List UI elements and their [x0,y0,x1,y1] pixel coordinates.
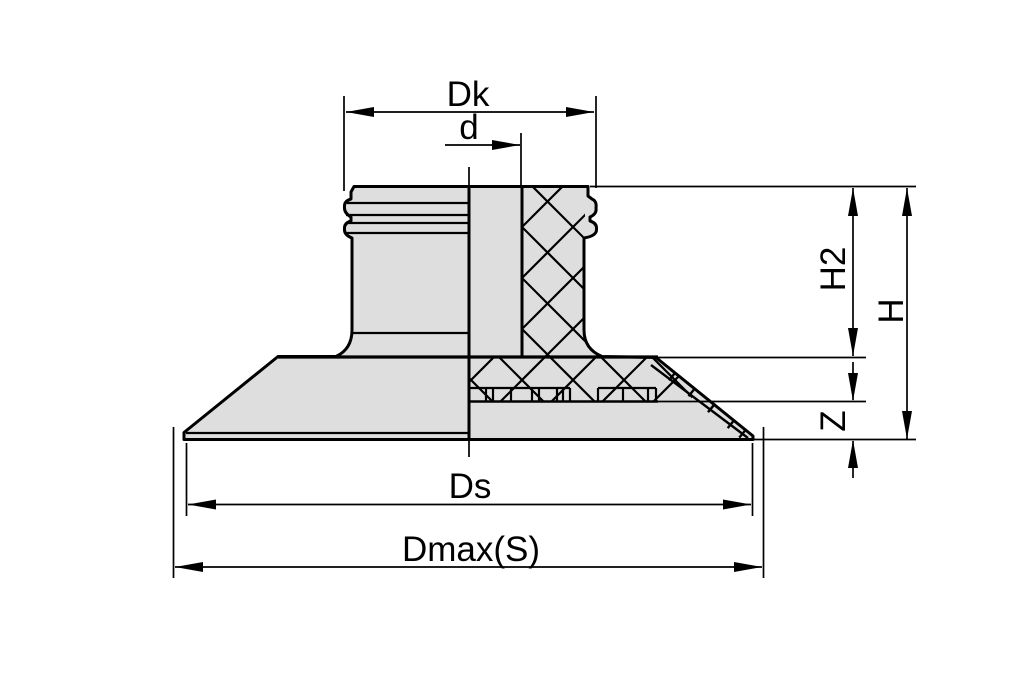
arrowhead-right [734,562,762,572]
dimension-ds: Ds [185,443,754,516]
arrowhead-left [175,562,203,572]
section-outline [467,185,755,441]
h-dimension-label: H [872,298,911,323]
d-dimension-label: d [459,108,478,147]
dimension-d: d [445,108,522,187]
dk-dimension-label: Dk [447,75,490,114]
arrowhead-up [902,188,912,216]
arrowhead-right [723,499,751,510]
left-profile-outline [182,185,471,441]
h2-dimension-label: H2 [814,247,853,292]
arrowhead-down [848,373,858,401]
arrowhead-right [566,107,594,117]
dimension-dk: Dk [343,75,597,191]
arrowhead-left [188,499,216,510]
dmax-s-dimension-label: Dmax(S) [402,530,540,569]
arrowhead-down [848,328,858,356]
ds-dimension-label: Ds [449,467,492,506]
right-extension-lines [590,185,916,441]
z-dimension-label: Z [814,410,853,431]
suction-cup-left-profile-view [182,185,471,441]
bottom-rib-cleats [470,386,658,403]
arrowhead-left [346,107,374,117]
arrowhead-down [902,411,912,439]
dimension-dmax-s: Dmax(S) [172,427,765,578]
arrowhead-right [492,140,520,150]
dimension-z: Z [814,362,858,478]
dimension-h2: H2 [814,188,858,356]
arrowhead-up [848,188,858,216]
arrowhead-up [848,440,858,468]
dimension-h: H [872,188,912,439]
